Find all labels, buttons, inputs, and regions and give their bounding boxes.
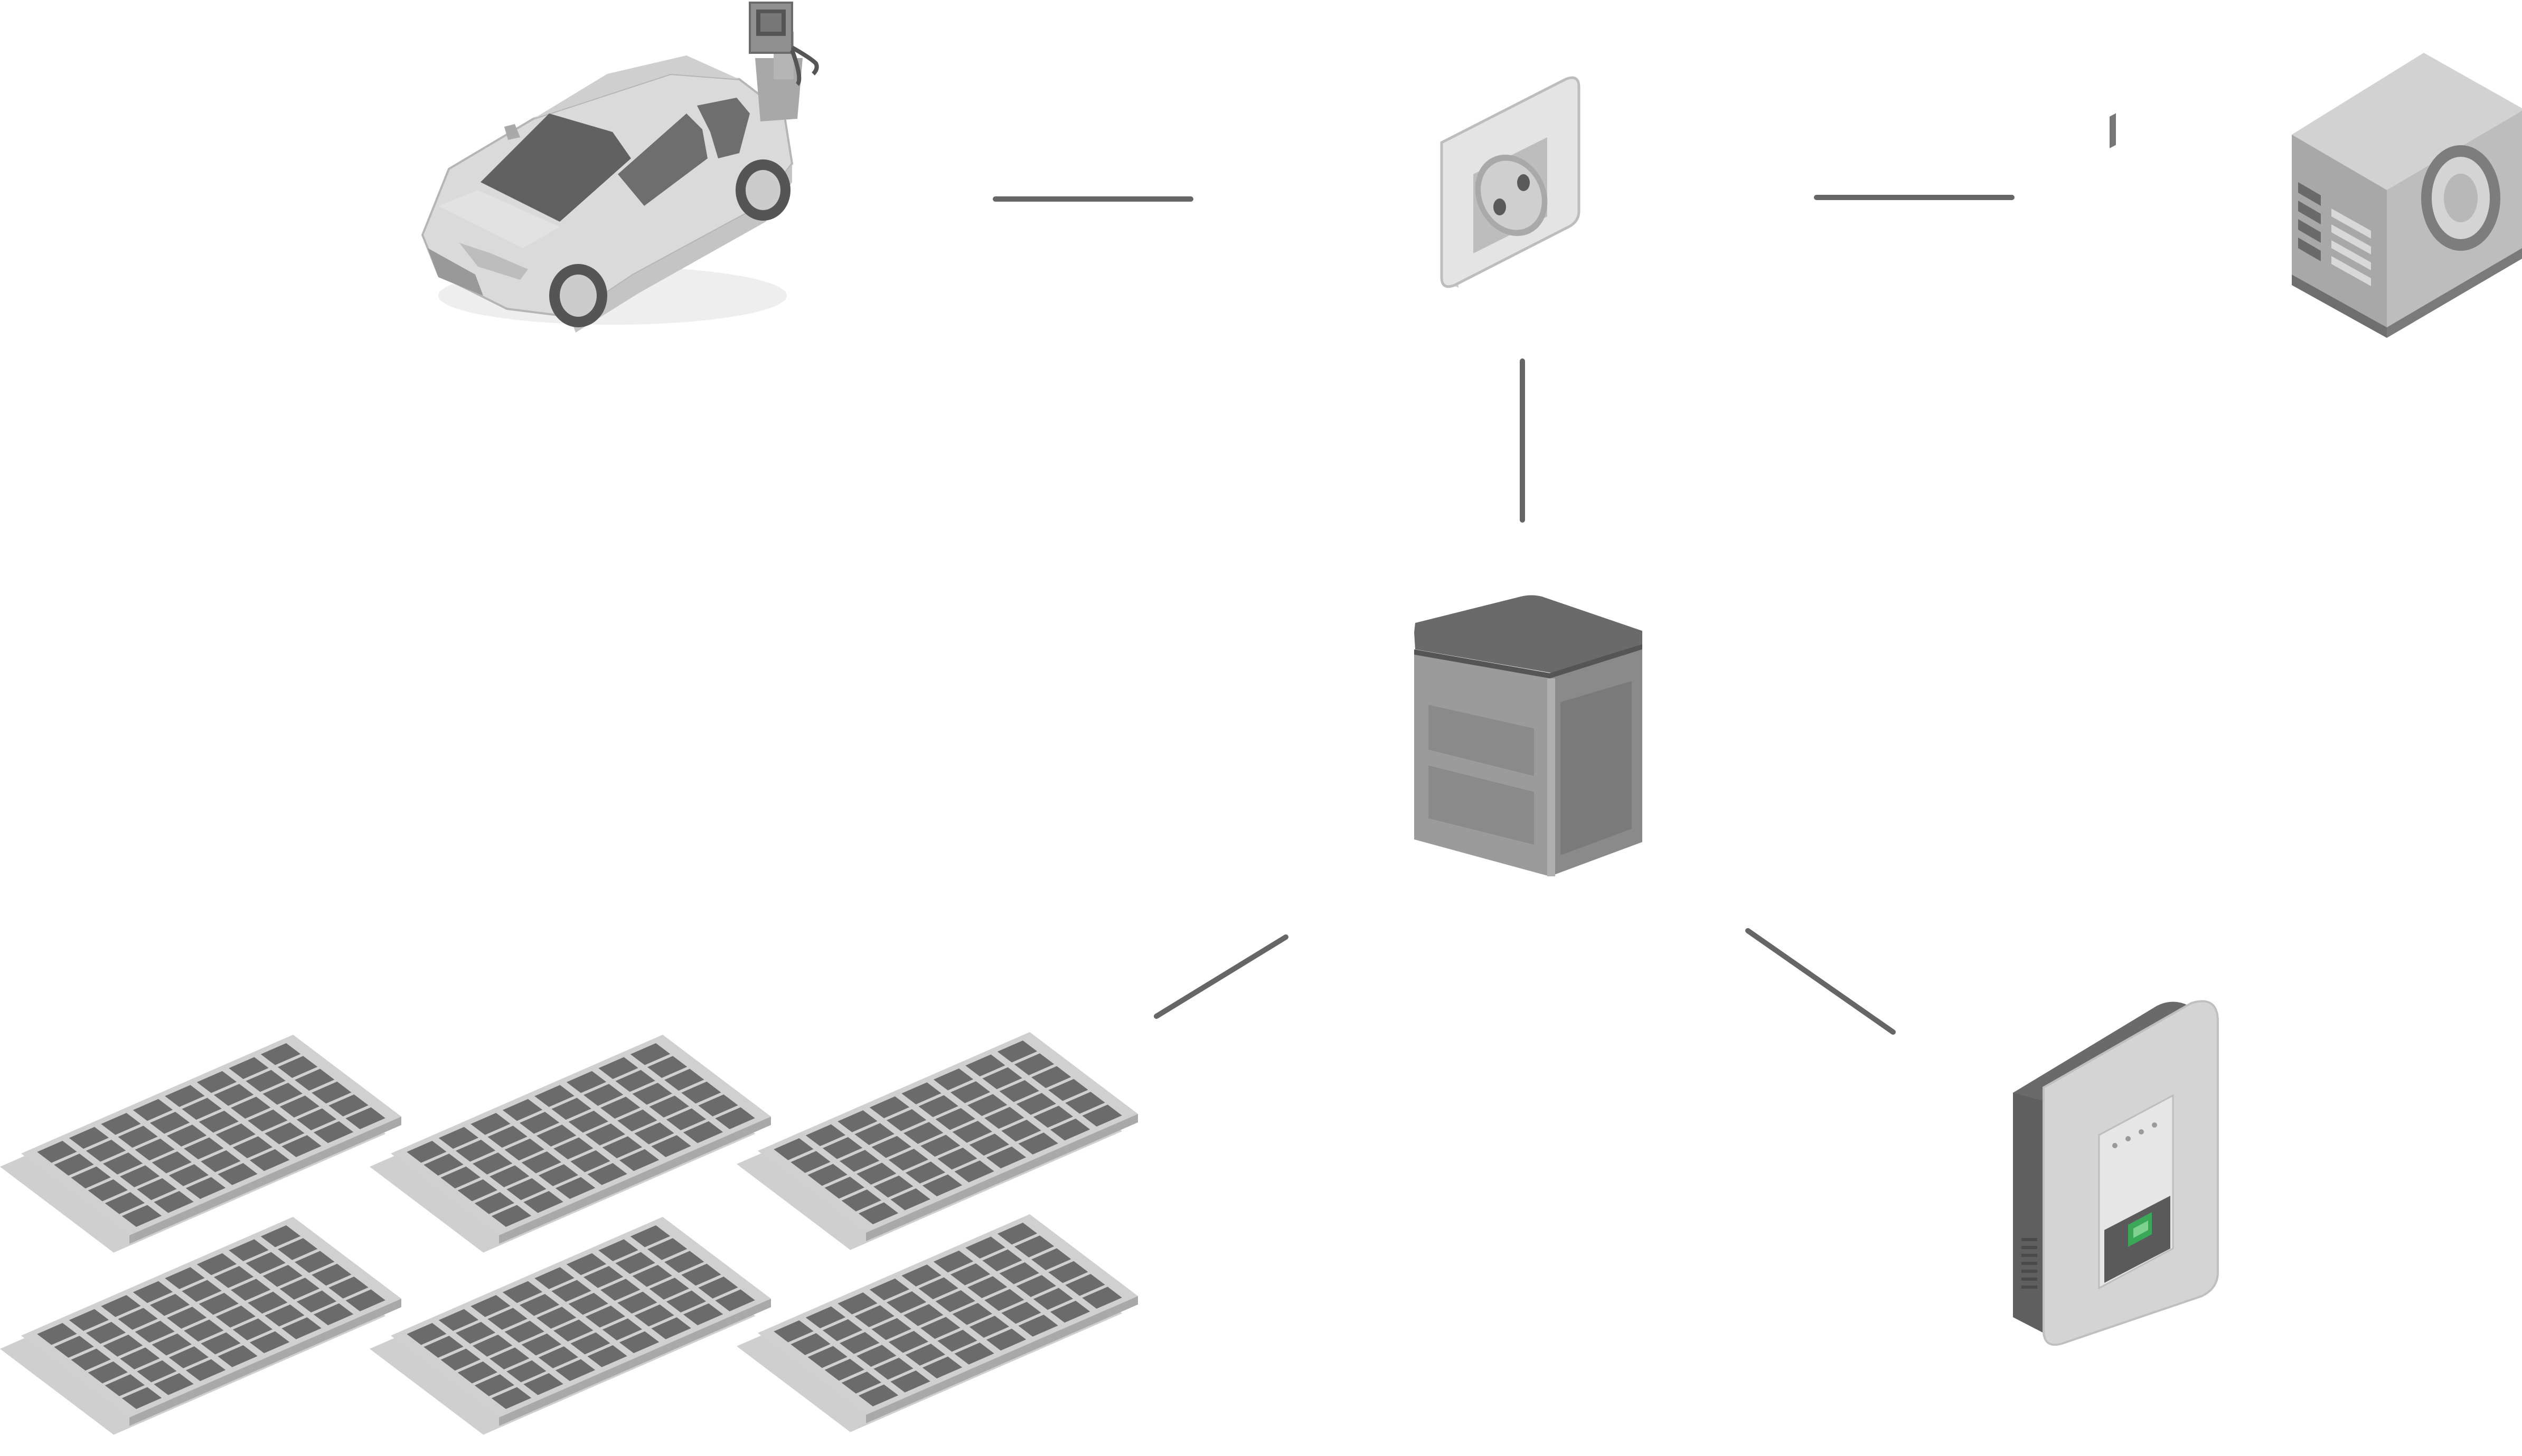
- solar-panel: [0, 1217, 401, 1435]
- solar-panels-icon: [0, 1032, 1138, 1435]
- electric-car-icon: [421, 2, 819, 333]
- power-socket-icon: [1440, 76, 1580, 288]
- connector-lines: [993, 195, 2015, 1035]
- solar-panel: [370, 1035, 771, 1253]
- inverter-icon: [2013, 113, 2219, 1346]
- solar-panel: [0, 1035, 401, 1253]
- heat-pump-icon: [2292, 53, 2522, 338]
- link-battery-inverter: [1745, 928, 1896, 1035]
- solar-panel: [370, 1217, 771, 1435]
- solar-panel: [737, 1214, 1138, 1432]
- link-battery-solar: [1154, 934, 1288, 1019]
- solar-panel: [737, 1032, 1138, 1250]
- battery-storage-icon: [1414, 595, 1642, 876]
